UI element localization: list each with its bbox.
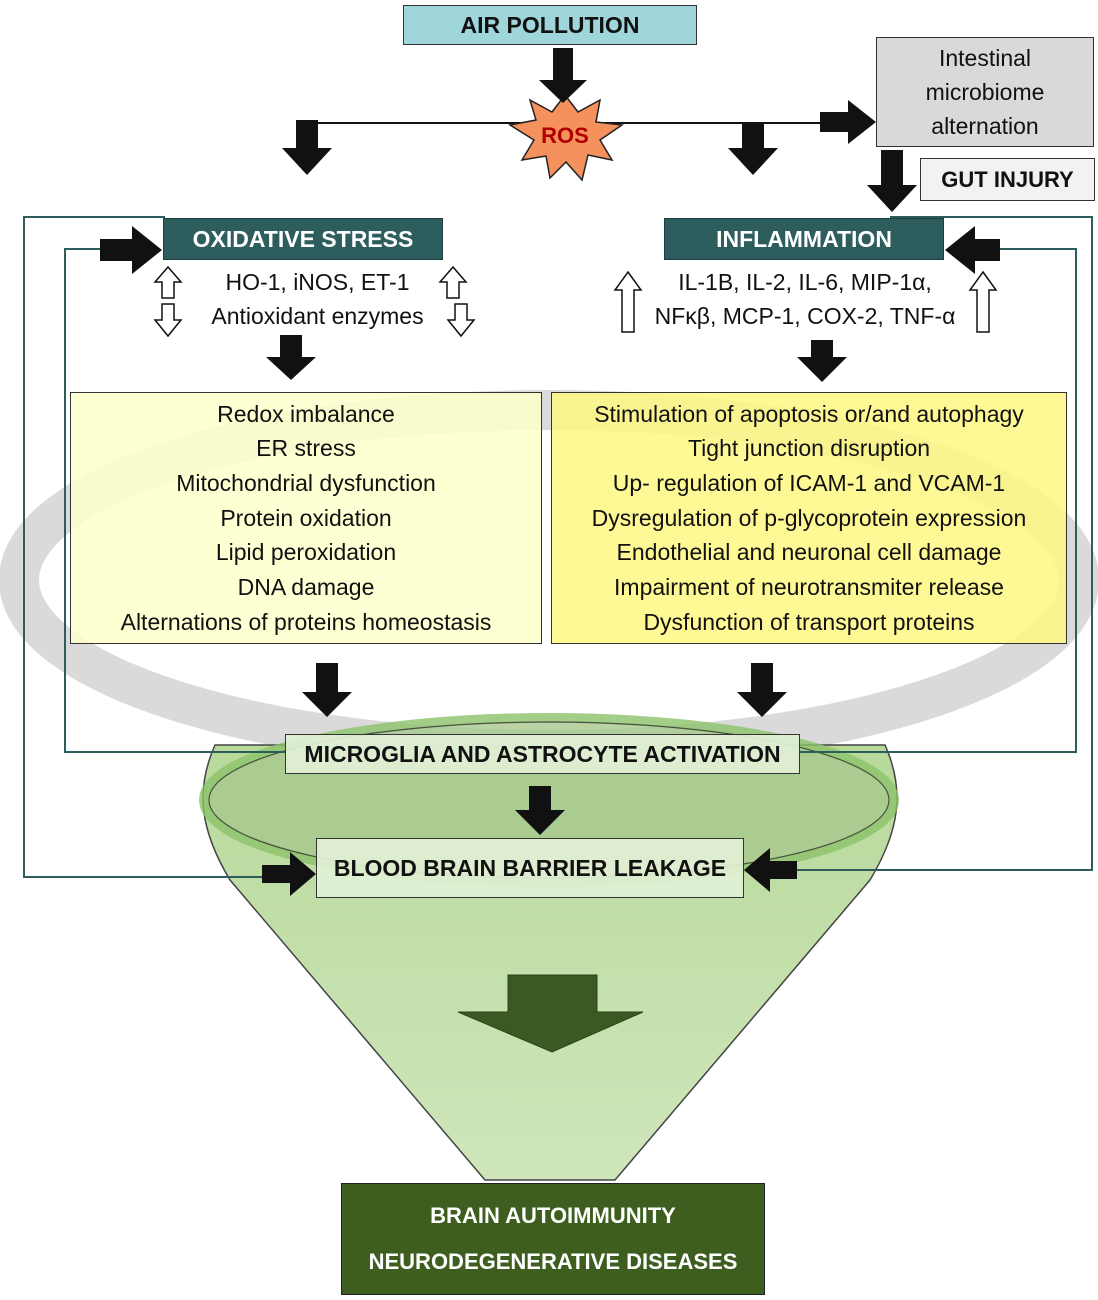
inflammation-effect-item: Impairment of neurotransmiter release xyxy=(614,574,1004,601)
inflammation-effect-item: Up- regulation of ICAM-1 and VCAM-1 xyxy=(612,469,1006,496)
funnel-down-arrow xyxy=(457,974,644,1053)
air-pollution-label: AIR POLLUTION xyxy=(460,11,640,38)
microbiome-line-1: Intestinal xyxy=(938,45,1032,71)
arrow-to-microbiome xyxy=(820,100,876,144)
oxidative-effects-list: Redox imbalance ER stress Mitochondrial … xyxy=(70,392,542,644)
inflammation-effect-item: Endothelial and neuronal cell damage xyxy=(616,539,1002,566)
arrow-to-inflammation xyxy=(728,122,778,175)
gut-injury-label: GUT INJURY xyxy=(941,166,1074,192)
arrow-to-oxidative xyxy=(282,120,332,175)
arrow-gut-to-inflammation xyxy=(867,150,917,212)
up-arrow-right-2 xyxy=(968,270,998,333)
outcome-neurodegenerative: NEURODEGENERATIVE DISEASES xyxy=(368,1249,738,1274)
oxidative-effect-item: Alternations of proteins homeostasis xyxy=(120,608,492,635)
loop-line-outer-right xyxy=(795,216,1093,871)
up-arrow-left-2 xyxy=(438,265,468,299)
arrow-loop-to-inflammation xyxy=(945,226,1000,274)
inflammation-effect-item: Dysregulation of p-glycoprotein expressi… xyxy=(591,504,1027,531)
inflammation-markers: IL-1B, IL-2, IL-6, MIP-1α, NFκβ, MCP-1, … xyxy=(640,265,970,333)
oxidative-marker-line-2: Antioxidant enzymes xyxy=(211,303,424,329)
arrow-to-right-effects xyxy=(797,340,847,382)
oxidative-effect-item: ER stress xyxy=(256,435,356,462)
arrow-activation-to-bbb xyxy=(515,786,565,835)
oxidative-effect-item: Protein oxidation xyxy=(220,504,392,531)
oxidative-effect-item: DNA damage xyxy=(237,574,375,601)
activation-box: MICROGLIA AND ASTROCYTE ACTIVATION xyxy=(285,734,800,774)
down-arrow-left-2 xyxy=(446,303,476,338)
air-pollution-box: AIR POLLUTION xyxy=(403,5,697,45)
hollow-arrows xyxy=(153,265,998,338)
arrow-loop-to-oxidative xyxy=(100,226,162,274)
inflammation-effect-item: Stimulation of apoptosis or/and autophag… xyxy=(594,400,1024,427)
arrow-right-to-activation xyxy=(737,663,787,717)
inflammation-effect-item: Dysfunction of transport proteins xyxy=(643,608,975,635)
down-arrow-left-1 xyxy=(153,303,183,338)
arrow-left-to-activation xyxy=(302,663,352,717)
arrow-loop-to-bbb-left xyxy=(262,852,316,896)
bbb-leakage-box: BLOOD BRAIN BARRIER LEAKAGE xyxy=(316,838,744,898)
bbb-leakage-label: BLOOD BRAIN BARRIER LEAKAGE xyxy=(333,854,727,881)
oxidative-effect-item: Mitochondrial dysfunction xyxy=(176,469,436,496)
inflammation-effect-item: Tight junction disruption xyxy=(687,435,931,462)
oxidative-markers: HO-1, iNOS, ET-1 Antioxidant enzymes xyxy=(180,265,455,333)
ros-label: ROS xyxy=(541,123,589,148)
inflammation-marker-line-1: IL-1B, IL-2, IL-6, MIP-1α, xyxy=(678,269,932,295)
outcome-autoimmunity: BRAIN AUTOIMMUNITY xyxy=(430,1203,676,1228)
inflammation-title: INFLAMMATION xyxy=(664,218,944,260)
activation-label: MICROGLIA AND ASTROCYTE ACTIVATION xyxy=(304,740,781,767)
microbiome-line-2: microbiome xyxy=(925,79,1045,105)
oxidative-effect-item: Redox imbalance xyxy=(217,400,395,427)
flow-arrows xyxy=(100,48,1000,896)
ros-burst xyxy=(507,93,625,182)
oxidative-stress-title: OXIDATIVE STRESS xyxy=(163,218,443,260)
inflammation-marker-line-2: NFκβ, MCP-1, COX-2, TNF-α xyxy=(654,303,956,329)
loop-line-inner-right xyxy=(800,248,1077,753)
inflammation-effects-list: Stimulation of apoptosis or/and autophag… xyxy=(551,392,1067,644)
loop-line-inner-left xyxy=(64,248,285,753)
arrow-to-left-effects xyxy=(266,335,316,380)
arrow-air-to-ros xyxy=(539,48,587,103)
loop-line-outer-left xyxy=(23,216,262,878)
oxidative-marker-line-1: HO-1, iNOS, ET-1 xyxy=(225,269,410,295)
microbiome-line-3: alternation xyxy=(931,113,1039,139)
up-arrow-right-1 xyxy=(613,270,643,333)
microbiome-box: Intestinal microbiome alternation xyxy=(876,37,1094,147)
gut-injury-box: GUT INJURY xyxy=(920,158,1095,201)
arrow-loop-to-bbb-right xyxy=(744,848,797,892)
inflammation-label: INFLAMMATION xyxy=(716,225,892,252)
oxidative-effect-item: Lipid peroxidation xyxy=(215,539,397,566)
oxidative-stress-label: OXIDATIVE STRESS xyxy=(192,225,414,252)
outcomes-box: BRAIN AUTOIMMUNITY NEURODEGENERATIVE DIS… xyxy=(341,1183,765,1295)
up-arrow-left-1 xyxy=(153,265,183,299)
